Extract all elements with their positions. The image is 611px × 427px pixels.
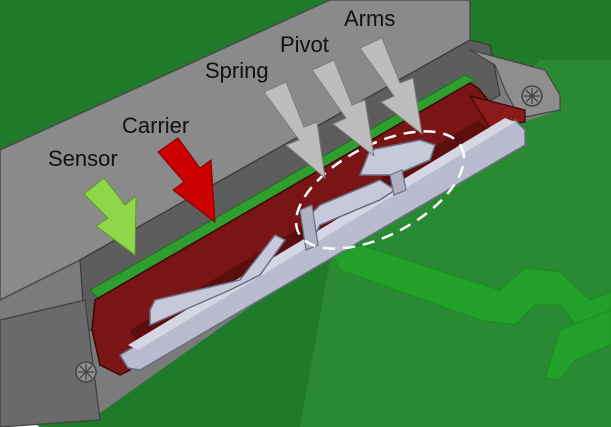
pivot-label: Pivot [280,32,329,57]
carrier-arrow [157,137,216,224]
pcb-trace [329,244,611,331]
spring-base [118,119,526,371]
spring-upright-2 [389,169,407,196]
sensor-arrow [83,177,137,256]
pcb-light-area [300,60,611,427]
arms-arrow [359,37,423,136]
housing-side [0,299,101,427]
screw-icon [75,361,97,383]
carrier-label: Carrier [122,113,190,138]
screw-icon [521,85,543,107]
spring-arm-left [149,234,287,327]
spring-upright [299,204,319,251]
arms-label: Arms [344,6,396,31]
sensor-label: Sensor [48,146,118,171]
carrier-bracket [468,95,526,129]
pivot-arrow [311,59,375,158]
highlight-ellipse [294,130,466,250]
pcb-trace-branch [544,309,611,381]
spring-top-arm [358,139,436,176]
spring-label: Spring [205,58,269,83]
sensor-strip [89,74,477,301]
spring-arrow [263,81,326,180]
